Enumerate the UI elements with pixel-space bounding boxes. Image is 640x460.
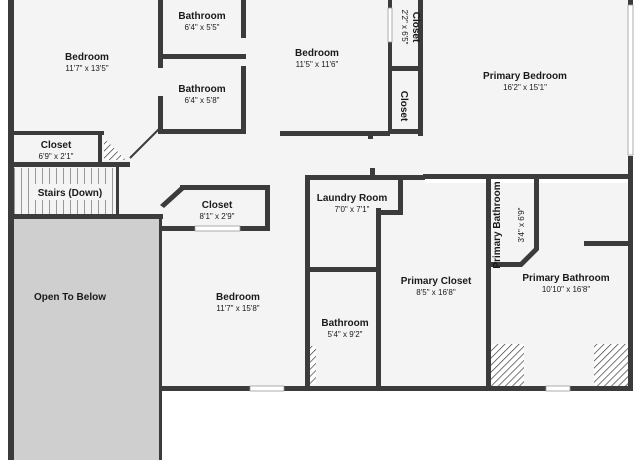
- room-name: Laundry Room: [317, 193, 388, 204]
- room-primary-bath: Primary Bathroom 10'10" x 16'8": [522, 273, 609, 294]
- room-name: Bedroom: [65, 52, 109, 63]
- room-name: Closet: [398, 91, 409, 122]
- hatched-fixtures: [104, 138, 628, 386]
- walls: [8, 0, 633, 460]
- room-primary-closet: Primary Closet 8'5" x 16'8": [401, 276, 472, 297]
- room-name: Primary Bedroom: [483, 71, 567, 82]
- room-bedroom-s: Bedroom 11'7" x 15'8": [216, 292, 260, 313]
- room-dimensions: 6'4" x 5'8": [185, 96, 220, 105]
- room-name: Bathroom: [321, 318, 368, 329]
- room-dimensions: 16'2" x 15'1": [503, 83, 547, 92]
- room-dimensions: 11'5" x 11'6": [296, 60, 339, 69]
- room-name: Bathroom: [178, 84, 225, 95]
- room-dimensions: 11'7" x 15'8": [216, 304, 259, 313]
- room-dimensions: 6'4" x 5'5": [185, 23, 220, 32]
- room-dimensions: 3'4" x 6'9": [517, 207, 526, 242]
- room-bathroom-top: Bathroom 6'4" x 5'5": [178, 11, 225, 32]
- room-bathroom-mid: Bathroom 6'4" x 5'8": [178, 84, 225, 105]
- room-name: Primary Bathroom: [522, 273, 609, 284]
- room-laundry: Laundry Room 7'0" x 7'1": [317, 193, 388, 214]
- room-bathroom-s: Bathroom 5'4" x 9'2": [321, 318, 368, 339]
- room-name: Closet: [410, 12, 421, 43]
- open-below-area: [14, 218, 159, 460]
- room-dimensions: 7'0" x 7'1": [335, 205, 370, 214]
- room-dimensions: 2'2" x 6'5": [400, 10, 409, 45]
- windows: [194, 4, 634, 392]
- room-name: Closet: [202, 200, 233, 211]
- room-closet-mid: Closet 8'1" x 2'9": [200, 200, 235, 221]
- room-name: Bathroom: [178, 11, 225, 22]
- room-dimensions: 5'4" x 9'2": [328, 330, 363, 339]
- floors: [14, 0, 632, 460]
- room-name: Primary Closet: [401, 276, 472, 287]
- room-bedroom-nw: Bedroom 11'7" x 13'5": [65, 52, 109, 73]
- room-primary-bath-small: Primary Bathroom 3'4" x 6'9": [492, 181, 526, 268]
- room-dimensions: 10'10" x 16'8": [542, 285, 590, 294]
- room-name: Stairs (Down): [38, 188, 102, 199]
- room-dimensions: 8'1" x 2'9": [200, 212, 235, 221]
- room-closet-ne-top: Closet 2'2" x 6'5": [400, 10, 421, 45]
- room-name: Bedroom: [295, 48, 339, 59]
- room-closet-ne-bottom: Closet: [398, 91, 409, 122]
- room-name: Closet: [41, 140, 72, 151]
- room-dimensions: 11'7" x 13'5": [65, 64, 108, 73]
- room-name: Bedroom: [216, 292, 260, 303]
- room-primary-bedroom: Primary Bedroom 16'2" x 15'1": [483, 71, 567, 92]
- room-name: Open To Below: [34, 292, 106, 303]
- room-stairs: Stairs (Down): [30, 184, 110, 200]
- room-closet-w: Closet 6'9" x 2'1": [39, 140, 74, 161]
- room-open-below: Open To Below: [34, 292, 106, 303]
- room-name: Primary Bathroom: [492, 181, 503, 268]
- room-dimensions: 6'9" x 2'1": [39, 152, 74, 161]
- room-dimensions: 8'5" x 16'8": [416, 288, 456, 297]
- room-bedroom-n: Bedroom 11'5" x 11'6": [295, 48, 339, 69]
